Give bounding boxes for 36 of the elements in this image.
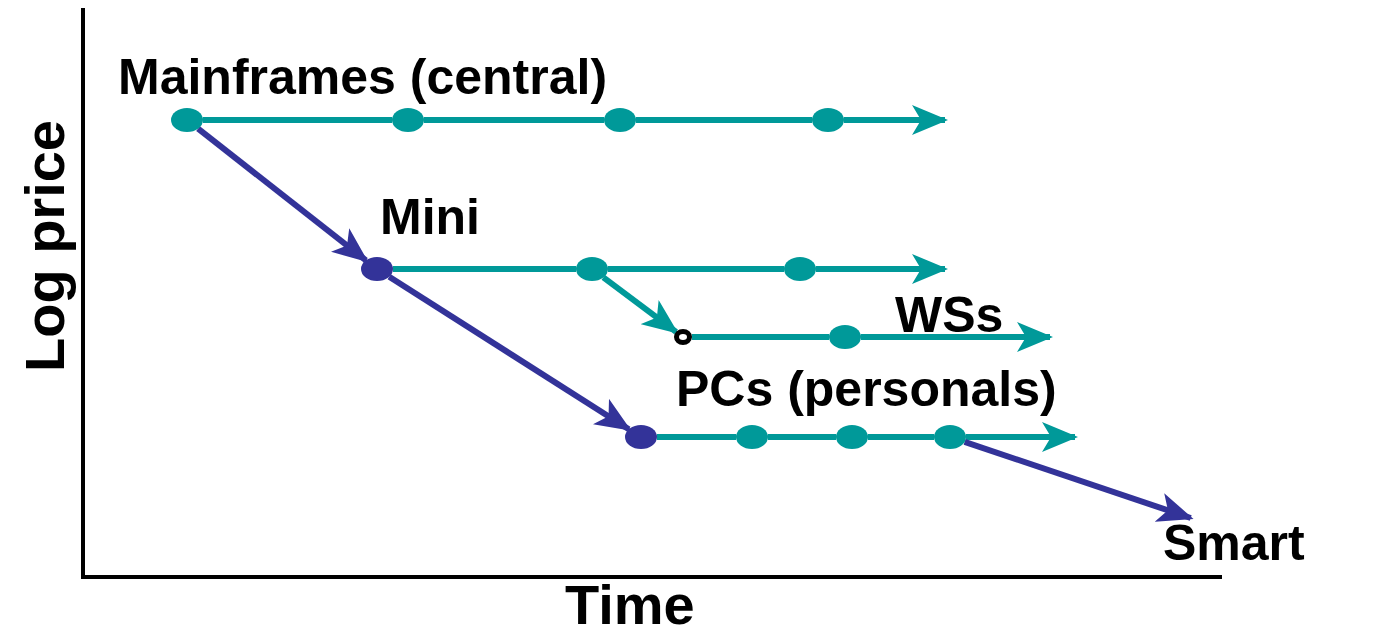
open-circle-marker [674,329,692,345]
dot-marker [934,425,966,449]
axis-title: Time [565,577,695,633]
dot-marker [829,325,861,349]
arrow [816,254,948,284]
series-label: Mini [380,192,480,242]
dot-marker [784,257,816,281]
arrow [963,439,1194,522]
dot-marker [392,108,424,132]
dot-marker [171,108,203,132]
dot-marker [812,108,844,132]
arrow [861,322,1053,352]
arrow [196,126,369,263]
connector-line [692,334,829,340]
connector-line [636,117,812,123]
connector-line [868,434,934,440]
connector-line [608,266,784,272]
connector-line [203,117,392,123]
node-label: Smart [1163,518,1367,568]
connector-line [768,434,836,440]
dot-marker [836,425,868,449]
arrow [387,274,632,432]
arrow [966,422,1078,452]
dot-marker [736,425,768,449]
connector-line [393,266,576,272]
dot-marker [604,108,636,132]
arrow [844,105,948,135]
dot-marker [625,425,657,449]
series-label: Mainframes (central) [118,52,608,102]
dot-marker [361,257,393,281]
arrow [601,275,679,335]
series-label: WSs [895,295,1004,335]
connector-line [657,434,736,440]
dot-marker [576,257,608,281]
series-label: PCs (personals) [676,364,1057,414]
connector-line [424,117,604,123]
